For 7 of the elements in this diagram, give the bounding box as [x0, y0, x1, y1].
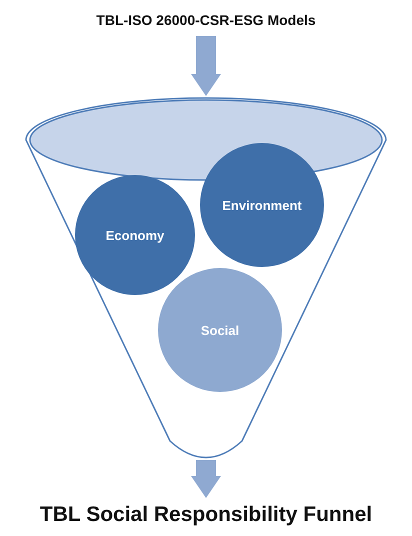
- circle-label: Environment: [222, 198, 302, 212]
- block-arrow: [191, 460, 221, 498]
- funnel-title: TBL Social Responsibility Funnel: [40, 503, 372, 527]
- heading-text: TBL-ISO 26000-CSR-ESG Models: [96, 12, 316, 28]
- circle-label: Economy: [106, 228, 164, 242]
- block-arrow: [191, 36, 221, 96]
- circle-label: Social: [200, 322, 240, 338]
